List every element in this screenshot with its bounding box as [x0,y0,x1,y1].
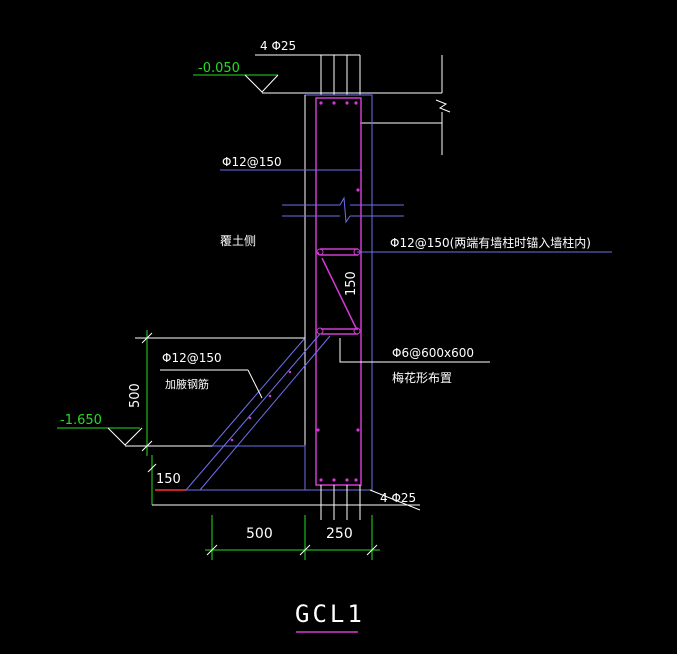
elev-top-marker [244,74,279,93]
stirrup-horizontal-label: Φ12@150(两端有墙柱时锚入墙柱内) [390,235,591,250]
horizontal-bar-lower [321,328,358,335]
dim-150-vertical: 150 [344,271,359,296]
stirrup-vertical-label: Φ12@150 [222,155,282,169]
bottom-bars-label: 4 Φ25 [380,491,416,505]
tie-bar-note: 梅花形布置 [392,370,452,385]
haunch-bar-leader-diag [247,369,263,399]
horizontal-bar-upper [317,248,358,256]
bottom-bar-ticks [320,485,361,520]
inner-diagonal-bar [321,257,357,329]
wall-break-lines [282,196,404,224]
dim-150-bottom-tick [147,463,157,473]
haunch-bar-inner [199,335,331,491]
elev-top-label: -0.050 [198,61,240,76]
top-bars-label: 4 Φ25 [260,39,296,53]
dim-150-bottom: 150 [156,472,181,487]
dim-500v-tick-top [141,332,153,344]
tie-bar-leader [339,338,490,363]
soil-side-label: 覆土侧 [220,234,256,248]
slab-break-mark [435,99,451,113]
drawing-title: GCL1 [295,600,365,628]
haunch-bar-label: Φ12@150 [162,351,222,365]
dim-250-horizontal: 250 [326,526,353,542]
tie-bar-label: Φ6@600x600 [392,346,474,360]
elev-bottom-marker [107,427,143,446]
stirrup-cage [315,97,362,486]
haunch-bar [185,333,321,491]
haunch-bar-dots [230,370,292,442]
elev-bottom-label: -1.650 [60,413,102,428]
haunch-bar-note: 加腋钢筋 [165,377,209,391]
bottom-bar-leader [369,489,421,511]
stirrup-dots [316,101,360,482]
dim-500-vertical: 500 [128,383,143,408]
dim-500-horizontal: 500 [246,526,273,542]
top-bar-ticks [320,55,361,95]
dim-horizontal [205,515,380,560]
